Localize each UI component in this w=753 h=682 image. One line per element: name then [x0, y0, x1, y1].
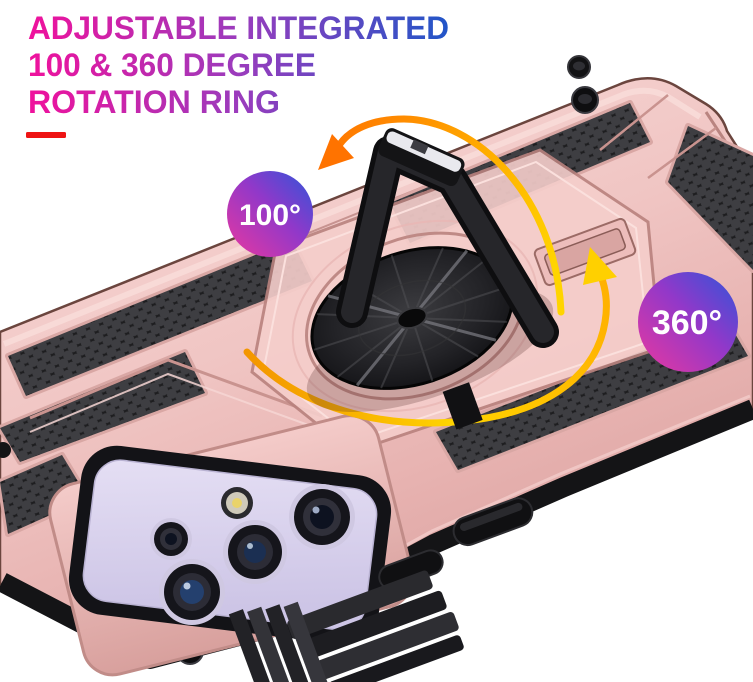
- rotate-sweep-arc-icon: [243, 263, 610, 427]
- headline-line-3: ROTATION RING: [28, 84, 280, 120]
- rotate-sweep-arrowhead-icon: [583, 247, 617, 285]
- camera-module: [48, 414, 414, 677]
- kickstand-flap-hinge: [228, 601, 328, 682]
- badge-label-360: 360°: [652, 304, 722, 342]
- ring-hinge-tab: [442, 382, 483, 430]
- angle-badge-360: 360°: [638, 272, 738, 372]
- camera-lens: [289, 484, 355, 550]
- camera-flash: [221, 487, 253, 519]
- rotate-counterclockwise-arc-icon: [336, 115, 565, 316]
- port-hole: [0, 442, 11, 458]
- headline-underline-dash: [26, 132, 66, 138]
- camera-lens: [150, 518, 192, 560]
- headline-line-1: ADJUSTABLE INTEGRATED: [28, 10, 449, 46]
- grip-panel-right-end: [665, 123, 753, 273]
- badge-circle: [638, 272, 738, 372]
- headline: ADJUSTABLE INTEGRATED 100 & 360 DEGREE R…: [28, 10, 449, 120]
- armor-grooves: [29, 94, 717, 433]
- ring-disc-hub: [396, 306, 428, 330]
- rotate-counterclockwise-arrowhead-icon: [318, 134, 354, 170]
- rotation-arrows: [243, 115, 617, 427]
- badge-circle: [227, 171, 313, 257]
- kickstand-slot: [533, 217, 637, 287]
- camera-lens: [223, 520, 287, 584]
- side-controls: [228, 497, 534, 682]
- headline-line-2: 100 & 360 DEGREE: [28, 47, 316, 83]
- camera-lens: [159, 559, 225, 625]
- kickstand-flap: [287, 570, 464, 682]
- badge-label-100: 100°: [239, 199, 301, 232]
- ring-clip-bar: [378, 128, 465, 187]
- ring-stand: [306, 128, 559, 430]
- case-top-bevel: [2, 87, 702, 347]
- angle-badge-100: 100°: [227, 171, 313, 257]
